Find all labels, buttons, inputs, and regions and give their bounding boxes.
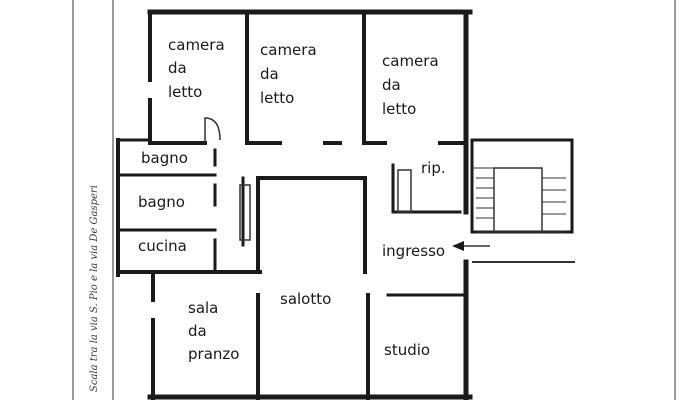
label-camera-3-line1: camera bbox=[382, 52, 439, 70]
label-camera-3-line3: letto bbox=[382, 100, 416, 118]
walls bbox=[116, 9, 473, 400]
label-rip: rip. bbox=[421, 159, 446, 177]
entrance-arrow-icon bbox=[452, 241, 490, 251]
label-studio: studio bbox=[384, 341, 430, 359]
label-sala-line3: pranzo bbox=[188, 345, 239, 363]
label-camera-2-line2: da bbox=[260, 65, 279, 83]
margin-annotation: Scala tra la via S. Pio e la via De Gasp… bbox=[89, 185, 100, 392]
label-camera-1-line3: letto bbox=[168, 83, 202, 101]
label-camera-3-line2: da bbox=[382, 76, 401, 94]
label-camera-1-line2: da bbox=[168, 59, 187, 77]
label-bagno-2: bagno bbox=[138, 193, 185, 211]
label-camera-2-line1: camera bbox=[260, 41, 317, 59]
label-sala-line1: sala bbox=[188, 299, 218, 317]
label-sala-line2: da bbox=[188, 322, 207, 340]
staircase bbox=[470, 138, 575, 263]
label-camera-2-line3: letto bbox=[260, 89, 294, 107]
label-camera-1-line1: camera bbox=[168, 36, 225, 54]
label-salotto: salotto bbox=[280, 290, 331, 308]
label-bagno-1: bagno bbox=[141, 149, 188, 167]
label-cucina: cucina bbox=[138, 237, 187, 255]
label-ingresso: ingresso bbox=[382, 242, 445, 260]
page-margin-lines bbox=[72, 0, 676, 400]
